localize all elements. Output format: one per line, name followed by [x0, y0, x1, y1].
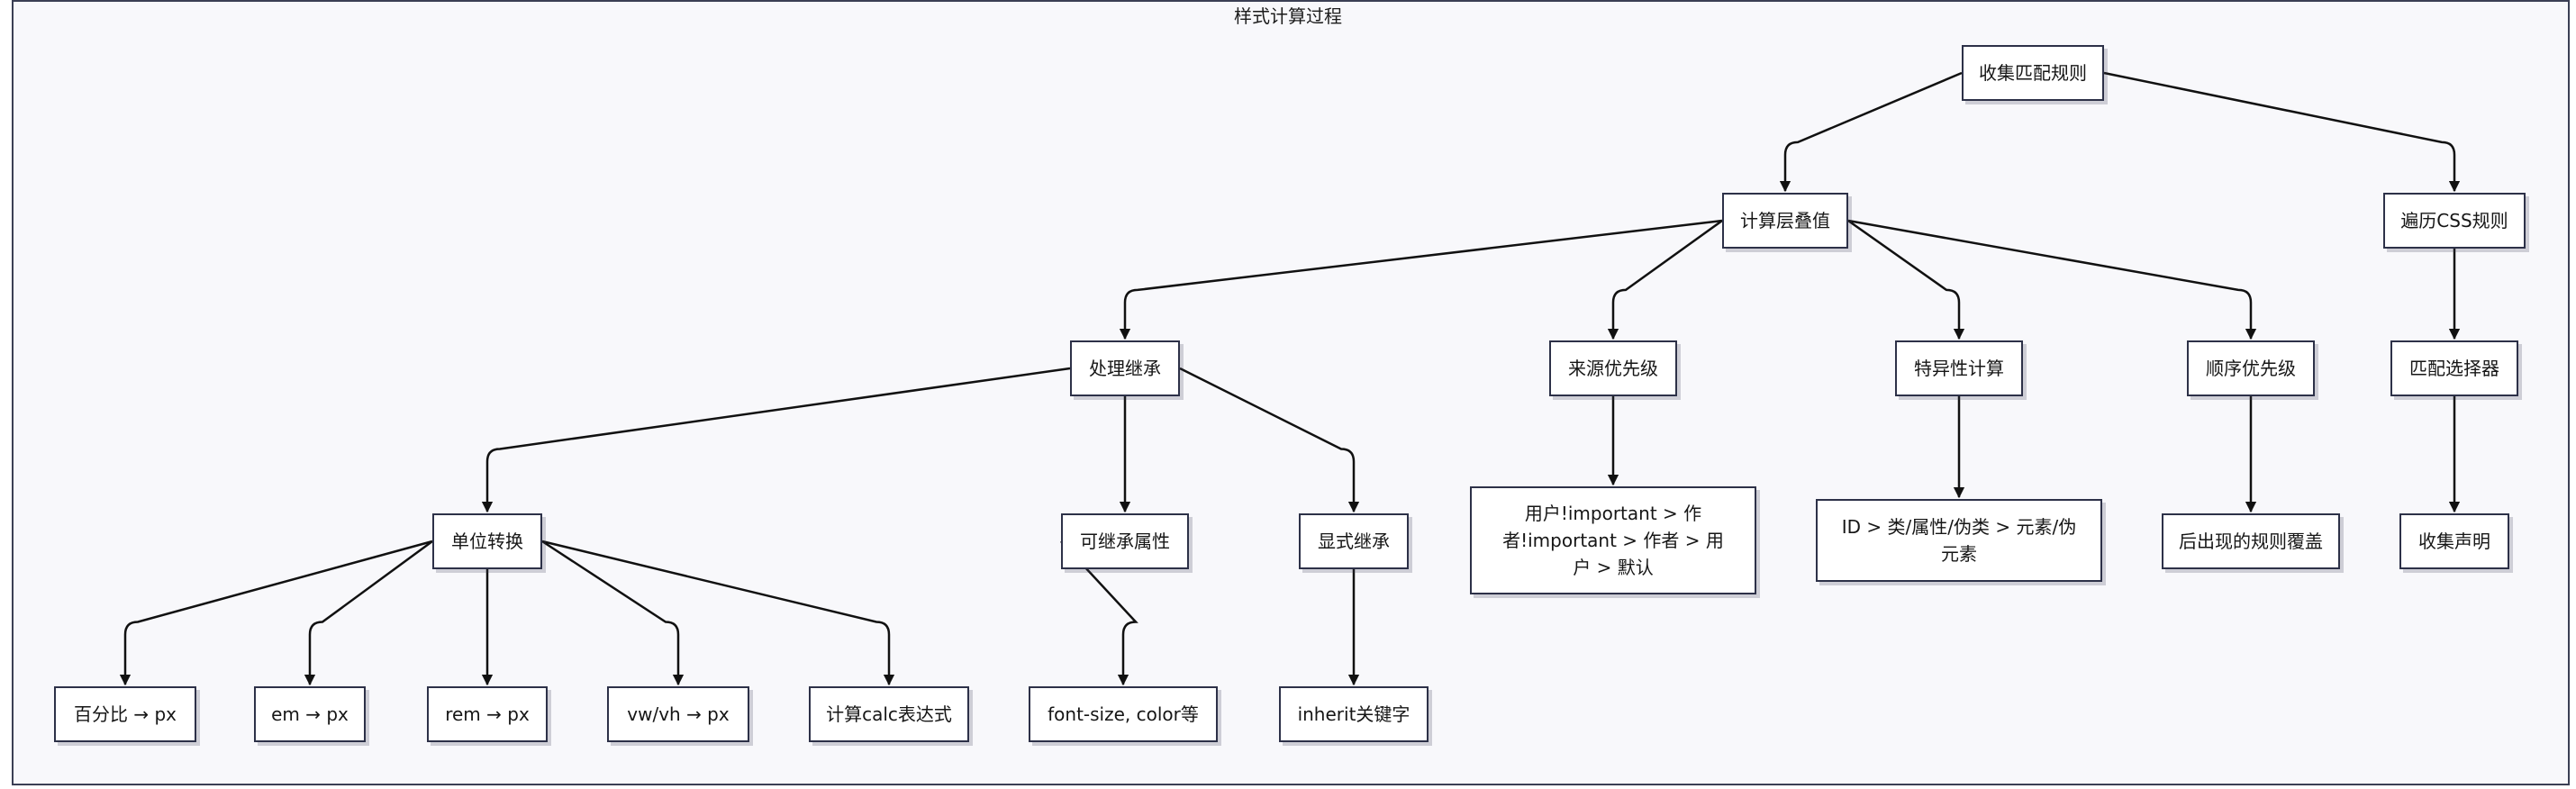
edge-unit_convert-to-vw_px: [541, 540, 685, 686]
edge-inheritable_props-to-font_color: [1060, 540, 1138, 686]
node-inherit-keyword: inherit关键字: [1279, 686, 1429, 742]
diagram-title: 样式计算过程: [1234, 5, 1342, 27]
node-unit-convert: 单位转换: [432, 513, 542, 569]
node-font-color: font-size, color等: [1029, 686, 1218, 742]
node-calc-expr: 计算calc表达式: [809, 686, 969, 742]
node-inheritable-props: 可继承属性: [1061, 513, 1189, 569]
node-label: ID > 类/属性/伪类 > 元素/伪元素: [1841, 516, 2077, 565]
node-label: vw/vh → px: [627, 703, 730, 725]
edge-compute_cascade-to-origin_priority: [1607, 219, 1723, 340]
node-label: 用户!important > 作者!important > 作者 > 用户 > …: [1502, 503, 1724, 578]
node-label: 单位转换: [451, 531, 523, 552]
node-order-priority: 顺序优先级: [2187, 340, 2315, 396]
node-label: 后出现的规则覆盖: [2179, 531, 2323, 552]
node-origin-detail: 用户!important > 作者!important > 作者 > 用户 > …: [1470, 486, 1756, 594]
edge-unit_convert-to-em_px: [304, 540, 433, 686]
node-em-px: em → px: [254, 686, 366, 742]
node-label: 特异性计算: [1914, 358, 2004, 379]
node-label: 收集声明: [2418, 531, 2490, 552]
node-inheritance: 处理继承: [1070, 340, 1180, 396]
edge-compute_cascade-to-order_priority: [1847, 219, 2257, 340]
node-label: 来源优先级: [1568, 358, 1658, 379]
node-specificity: 特异性计算: [1895, 340, 2023, 396]
edge-collect_rules-to-traverse_css: [2103, 71, 2461, 193]
node-label: inherit关键字: [1297, 703, 1410, 725]
node-label: 百分比 → px: [73, 703, 177, 725]
node-origin-priority: 来源优先级: [1549, 340, 1677, 396]
edge-compute_cascade-to-specificity: [1847, 219, 1965, 340]
node-label: font-size, color等: [1048, 703, 1199, 725]
node-label: 可继承属性: [1080, 531, 1170, 552]
node-rem-px: rem → px: [427, 686, 548, 742]
edge-compute_cascade-to-inheritance: [1119, 219, 1723, 340]
node-label: 遍历CSS规则: [2400, 210, 2508, 231]
node-label: 匹配选择器: [2409, 358, 2499, 379]
node-label: 收集匹配规则: [1979, 62, 2087, 84]
node-label: 顺序优先级: [2206, 358, 2296, 379]
edge-inheritance-to-explicit_inherit: [1179, 367, 1360, 513]
node-percent-px: 百分比 → px: [54, 686, 196, 742]
node-label: em → px: [271, 703, 349, 725]
node-label: rem → px: [445, 703, 530, 725]
node-label: 计算calc表达式: [826, 703, 952, 725]
node-collect-declarations: 收集声明: [2399, 513, 2509, 569]
diagram-frame: [12, 0, 2570, 785]
edge-inheritance-to-unit_convert: [481, 367, 1071, 513]
node-label: 显式继承: [1318, 531, 1390, 552]
node-later-override: 后出现的规则覆盖: [2162, 513, 2340, 569]
node-match-selector: 匹配选择器: [2390, 340, 2518, 396]
node-label: 计算层叠值: [1740, 210, 1830, 231]
node-compute-cascade: 计算层叠值: [1722, 193, 1848, 249]
node-label: 处理继承: [1089, 358, 1161, 379]
node-specificity-detail: ID > 类/属性/伪类 > 元素/伪元素: [1816, 499, 2102, 582]
node-explicit-inherit: 显式继承: [1299, 513, 1409, 569]
edge-unit_convert-to-calc_expr: [541, 540, 895, 686]
edge-unit_convert-to-percent_px: [119, 540, 433, 686]
node-traverse-css: 遍历CSS规则: [2383, 193, 2526, 249]
edge-collect_rules-to-compute_cascade: [1779, 71, 1963, 193]
node-vw-px: vw/vh → px: [607, 686, 749, 742]
node-collect-rules: 收集匹配规则: [1962, 45, 2104, 101]
